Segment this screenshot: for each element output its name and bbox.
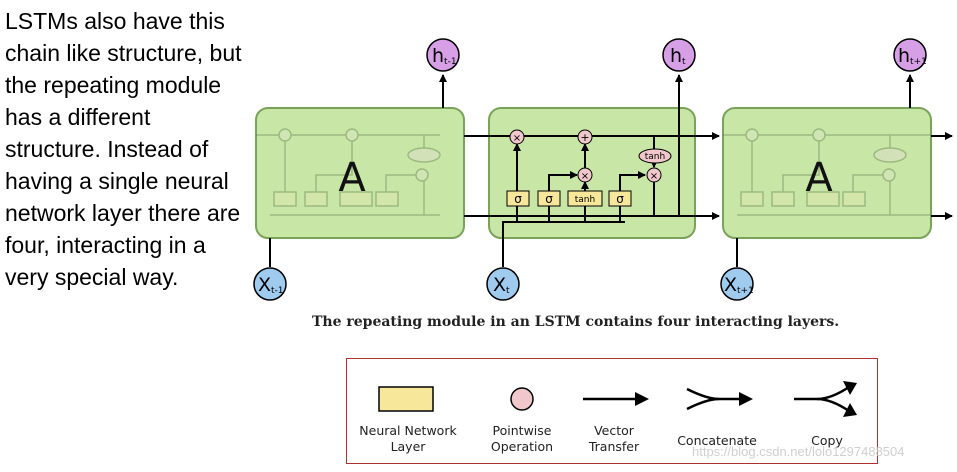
svg-text:ht+1: ht+1: [898, 45, 927, 67]
svg-text:Xt: Xt: [493, 274, 510, 296]
svg-text:Xt-1: Xt-1: [258, 274, 284, 296]
add-label: +: [580, 131, 589, 144]
output-base: h: [898, 45, 910, 67]
forget-gate-layer: σ: [506, 190, 530, 207]
svg-text:ht: ht: [670, 45, 686, 67]
output-base: h: [432, 45, 444, 67]
output-sub: t+1: [910, 57, 927, 67]
legend-label-neural-network-layer: Neural Network Layer: [359, 423, 457, 454]
pointwise-multiply-forget: ×: [509, 129, 525, 145]
diagram-caption: The repeating module in an LSTM contains…: [312, 314, 840, 330]
input-sub: t: [506, 286, 510, 296]
output-node-h-t-plus-1: ht+1: [893, 38, 927, 72]
tanh-label: tanh: [645, 152, 665, 162]
output-node-h-t-minus-1: ht-1: [426, 38, 460, 72]
input-gate-layer: σ: [537, 190, 561, 207]
multiply-label: ×: [513, 133, 521, 144]
input-node-x-t: Xt: [486, 267, 520, 301]
lstm-cell-middle: σ σ tanh σ × +: [464, 74, 720, 267]
cell-label-right: A: [805, 155, 833, 201]
output-sub: t-1: [444, 57, 457, 67]
input-base: X: [724, 274, 737, 296]
watermark-url: https://blog.csdn.net/lolo1297488504: [692, 444, 905, 459]
pointwise-tanh: tanh: [638, 148, 672, 164]
description-text: LSTMs also have this chain like structur…: [5, 8, 242, 290]
legend-label-concatenate: Concatenate: [677, 433, 757, 448]
vector-transfer-arrow-icon: [583, 392, 649, 406]
input-base: X: [493, 274, 506, 296]
pointwise-multiply-output: ×: [646, 167, 662, 183]
svg-text:Xt+1: Xt+1: [724, 274, 754, 296]
input-sub: t+1: [737, 286, 754, 296]
candidate-tanh-layer: tanh: [567, 190, 603, 207]
legend-label-pointwise-operation: Pointwise Operation: [490, 423, 554, 454]
multiply-label: ×: [650, 171, 658, 182]
output-base: h: [670, 45, 682, 67]
gate-label: σ: [545, 192, 553, 206]
legend-icons: [378, 381, 857, 417]
legend-box: Neural Network Layer Pointwise Operation…: [346, 358, 878, 464]
svg-text:ht-1: ht-1: [432, 45, 457, 67]
neural-network-layer-icon: [378, 386, 434, 412]
copy-icon: [794, 381, 857, 417]
multiply-label: ×: [581, 171, 589, 182]
input-base: X: [258, 274, 271, 296]
cell-label-left: A: [338, 155, 366, 201]
pointwise-operation-icon: [510, 387, 534, 411]
output-gate-layer: σ: [608, 190, 632, 207]
pointwise-add: +: [577, 129, 593, 145]
tanh-label: tanh: [575, 195, 595, 205]
input-node-x-t-minus-1: Xt-1: [253, 267, 287, 301]
pointwise-multiply-input: ×: [577, 167, 593, 183]
output-node-h-t: ht: [662, 38, 696, 72]
output-sub: t: [682, 57, 686, 67]
gate-label: σ: [514, 192, 522, 206]
legend-label-copy: Copy: [811, 433, 843, 448]
legend-label-vector-transfer: Vector Transfer: [588, 423, 640, 454]
input-sub: t-1: [271, 286, 284, 296]
lstm-cell-right: A: [722, 107, 932, 239]
gate-label: σ: [616, 192, 624, 206]
input-node-x-t-plus-1: Xt+1: [720, 267, 754, 301]
lstm-cell-left: A: [255, 107, 465, 239]
concatenate-icon: [686, 387, 753, 411]
